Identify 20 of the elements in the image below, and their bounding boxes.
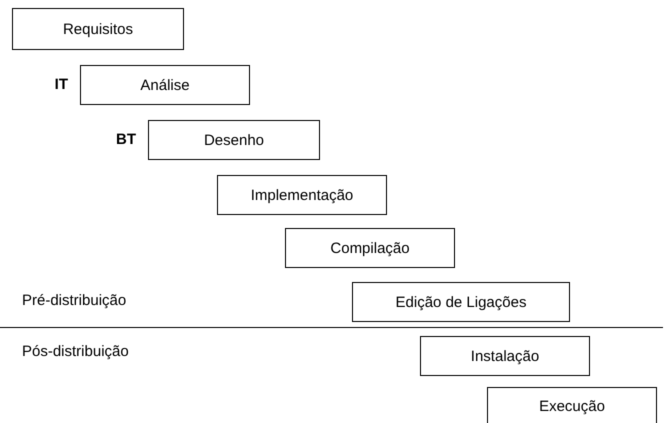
- process-box: [80, 65, 250, 105]
- process-box: [217, 175, 387, 215]
- process-box: [148, 120, 320, 160]
- process-box: [487, 387, 657, 423]
- process-box: [352, 282, 570, 322]
- process-box: [285, 228, 455, 268]
- process-box: [12, 8, 184, 50]
- step-name: Implementação: [250, 186, 354, 204]
- step-name: Instalação: [470, 348, 540, 364]
- phase-label: Pós-distribuição: [22, 343, 129, 360]
- step-name: Execução: [539, 398, 605, 415]
- process-box: [420, 336, 590, 376]
- step-name: Compilação: [330, 240, 410, 256]
- phase-label: Pré-distribuição: [22, 292, 126, 309]
- side-label: BT: [116, 131, 136, 148]
- step-name: Desenho: [204, 132, 264, 148]
- step-name: Requisitos: [62, 20, 134, 38]
- side-label: IT: [54, 76, 68, 93]
- step-name: Edição de Ligações: [396, 294, 526, 310]
- step-name: Análise: [140, 76, 190, 94]
